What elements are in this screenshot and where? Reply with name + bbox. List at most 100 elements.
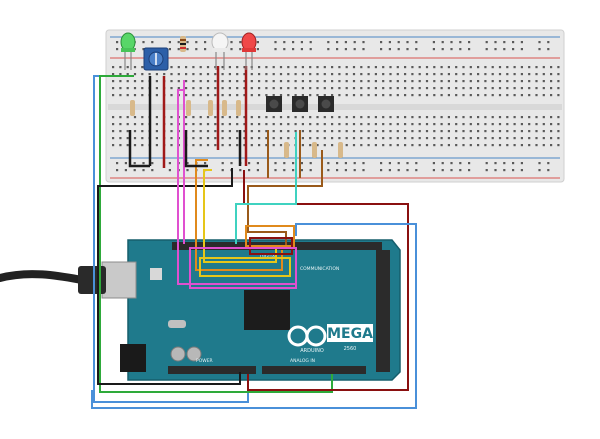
breadboard-hole (185, 80, 188, 83)
breadboard-hole (294, 94, 297, 97)
breadboard-hole (535, 80, 538, 83)
breadboard-hole (498, 94, 502, 97)
breadboard-hole (323, 80, 326, 83)
breadboard-hole (404, 116, 407, 119)
breadboard-hole (258, 94, 261, 97)
breadboard-hole (418, 73, 421, 76)
breadboard-hole (301, 123, 304, 126)
breadboard-hole (243, 66, 246, 69)
breadboard-hole (557, 137, 560, 140)
breadboard-hole (374, 144, 377, 147)
breadboard-hole (119, 94, 122, 97)
breadboard-hole (520, 144, 523, 147)
breadboard-hole (228, 137, 231, 140)
breadboard-hole (316, 87, 319, 90)
breadboard-hole (256, 169, 259, 172)
breadboard-hole (396, 116, 399, 119)
breadboard-hole (477, 130, 480, 133)
breadboard-hole (415, 48, 418, 51)
wire-darkred-right (243, 170, 409, 391)
pushbutton-1 (266, 96, 282, 112)
components (120, 32, 343, 158)
breadboard-hole (112, 73, 115, 76)
breadboard-hole (362, 41, 365, 44)
breadboard-hole (236, 123, 239, 126)
breadboard-hole (513, 130, 516, 133)
breadboard-hole (389, 144, 392, 147)
breadboard-hole (141, 66, 144, 69)
breadboard-hole (547, 169, 550, 172)
breadboard-hole (374, 94, 377, 97)
breadboard-hole (513, 80, 516, 83)
wires (91, 66, 417, 409)
breadboard-hole (301, 116, 304, 119)
breadboard-hole (170, 73, 173, 76)
resistor-top (180, 36, 186, 52)
breadboard-hole (126, 130, 129, 133)
capacitor-1 (170, 346, 186, 362)
breadboard-hole (170, 116, 173, 119)
breadboard-hole (206, 130, 210, 133)
breadboard-hole (272, 73, 275, 76)
breadboard-hole (186, 169, 189, 172)
breadboard-hole (415, 162, 418, 165)
breadboard-hole (380, 48, 383, 51)
breadboard-hole (557, 87, 560, 90)
breadboard-hole (119, 87, 122, 90)
breadboard-hole (192, 80, 195, 83)
breadboard-hole (367, 123, 370, 126)
breadboard-hole (294, 73, 297, 76)
breadboard-hole (491, 73, 494, 76)
breadboard-hole (491, 80, 494, 83)
breadboard-hole (477, 137, 480, 140)
breadboard-hole (404, 123, 407, 126)
breadboard-hole (433, 130, 436, 133)
breadboard-hole (404, 80, 407, 83)
breadboard-hole (309, 123, 312, 126)
breadboard-hole (228, 144, 231, 147)
green-led (120, 32, 136, 70)
breadboard-hole (425, 137, 429, 140)
breadboard-hole (455, 94, 458, 97)
breadboard-hole (199, 130, 202, 133)
breadboard-hole (484, 87, 487, 90)
breadboard-hole (294, 130, 297, 133)
breadboard-hole (112, 130, 115, 133)
breadboard-hole (170, 80, 173, 83)
breadboard-hole (425, 94, 429, 97)
breadboard-hole (323, 123, 326, 126)
breadboard-hole (433, 137, 436, 140)
breadboard-hole (236, 66, 239, 69)
breadboard-hole (513, 87, 516, 90)
breadboard-hole (170, 87, 173, 90)
breadboard-hole (469, 137, 472, 140)
breadboard-hole (338, 137, 341, 140)
main-chip (244, 290, 290, 330)
breadboard-hole (236, 130, 239, 133)
breadboard-hole (141, 80, 144, 83)
breadboard-hole (542, 137, 545, 140)
breadboard-hole (300, 48, 303, 51)
breadboard-hole (265, 130, 268, 133)
breadboard-hole (469, 94, 472, 97)
breadboard-hole (440, 123, 443, 126)
breadboard-hole (535, 94, 538, 97)
breadboard-hole (265, 73, 268, 76)
breadboard-hole (382, 66, 385, 69)
breadboard-hole (494, 41, 497, 44)
breadboard-hole (528, 94, 531, 97)
breadboard-hole (374, 80, 377, 83)
breadboard-hole (484, 130, 487, 133)
breadboard-hole (440, 80, 443, 83)
breadboard-hole (557, 130, 560, 133)
breadboard-hole (535, 66, 538, 69)
breadboard-hole (163, 73, 166, 76)
breadboard-hole (292, 162, 295, 165)
breadboard-hole (397, 162, 400, 165)
breadboard-hole (352, 80, 356, 83)
breadboard-hole (274, 169, 277, 172)
wire-cyan (235, 132, 297, 244)
breadboard-hole (258, 123, 261, 126)
breadboard-hole (294, 116, 297, 119)
breadboard-hole (396, 130, 399, 133)
